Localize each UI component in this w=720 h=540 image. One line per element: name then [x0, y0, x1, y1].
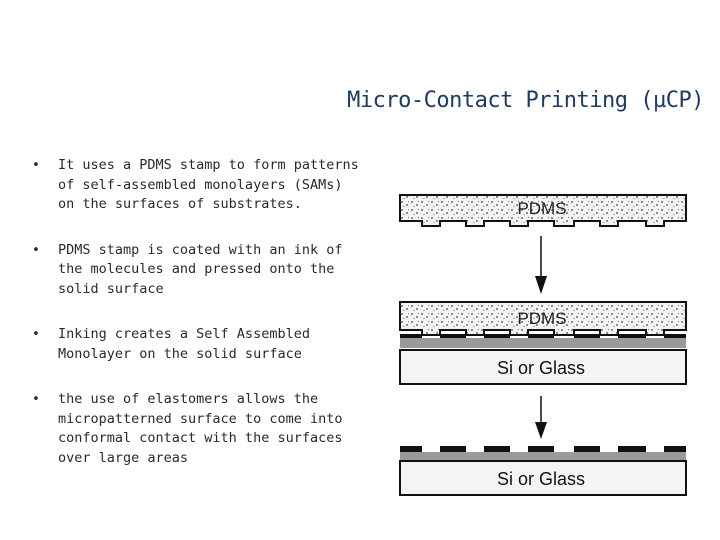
- bullet-text: PDMS stamp is coated with an ink of the …: [58, 241, 343, 297]
- sam-pattern: [400, 446, 686, 452]
- bullet-text: the use of elastomers allows the micropa…: [58, 391, 343, 466]
- substrate-contact: Si or Glass: [399, 349, 687, 385]
- arrow-down-icon: [535, 396, 547, 439]
- microcontact-printing-diagram: PDMS PDMS Si or Glass: [399, 194, 687, 496]
- monolayer-layer: [400, 452, 686, 460]
- pdms-label: PDMS: [517, 309, 566, 328]
- bullet-list: • It uses a PDMS stamp to form patterns …: [30, 150, 360, 468]
- pdms-stamp-top: PDMS: [399, 194, 687, 227]
- substrate-label: Si or Glass: [497, 358, 585, 378]
- pdms-stamp-contact: PDMS: [399, 301, 687, 338]
- bullet-dot: •: [32, 242, 40, 258]
- substrate-label: Si or Glass: [497, 469, 585, 489]
- pdms-label: PDMS: [517, 199, 566, 218]
- bullet-item: • Inking creates a Self Assembled Monola…: [30, 325, 360, 364]
- bullet-item: • It uses a PDMS stamp to form patterns …: [30, 156, 360, 215]
- slide-title: Micro-Contact Printing (µCP): [347, 88, 704, 113]
- bullet-text: Inking creates a Self Assembled Monolaye…: [58, 326, 310, 362]
- arrow-down-icon: [535, 236, 547, 294]
- bullet-text: It uses a PDMS stamp to form patterns of…: [58, 157, 359, 212]
- bullet-dot: •: [32, 392, 40, 407]
- ink-layer: [400, 338, 686, 348]
- bullet-dot: •: [32, 327, 40, 342]
- bullet-dot: •: [32, 158, 40, 173]
- substrate-final: Si or Glass: [399, 460, 687, 496]
- bullet-item: • the use of elastomers allows the micro…: [30, 390, 360, 468]
- bullet-item: • PDMS stamp is coated with an ink of th…: [30, 241, 360, 300]
